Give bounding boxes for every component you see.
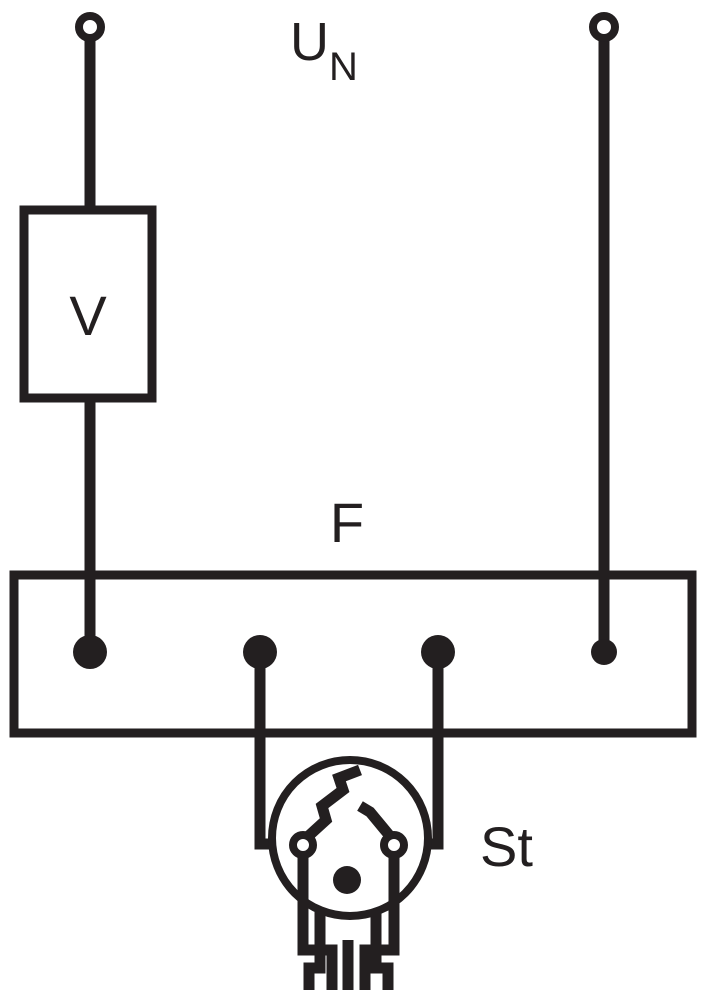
device-box: V	[19, 205, 157, 403]
socket-contact-right	[380, 831, 408, 859]
terminal-box	[9, 570, 697, 738]
socket-lead-ground-left	[303, 912, 326, 990]
socket-contact-left	[289, 831, 317, 859]
device-label: V	[69, 284, 107, 347]
socket-label: St	[480, 815, 533, 878]
terminal-dot-4	[591, 639, 617, 665]
terminal-dot-1	[73, 635, 107, 669]
box-label: F	[330, 491, 364, 554]
supply-voltage-label: UN	[290, 12, 358, 89]
supply-voltage-subscript: N	[329, 45, 358, 89]
socket-internal-link	[357, 801, 399, 845]
supply-voltage-main: U	[290, 12, 329, 72]
socket-ground-dot	[333, 866, 361, 894]
schuko-socket-icon	[268, 756, 432, 990]
supply-terminal-right	[589, 12, 619, 652]
glow-lamp-icon	[299, 764, 362, 846]
supply-terminal-left	[75, 12, 105, 210]
socket-lead-ground-right	[370, 912, 394, 990]
